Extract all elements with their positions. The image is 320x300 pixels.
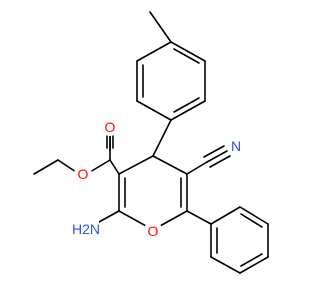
bond-phenyl-4 (239, 256, 269, 274)
ester-oxygen-label: O (78, 166, 89, 182)
bond-toluene-1 (170, 41, 206, 62)
carbonyl-oxygen: O (101, 118, 119, 136)
bond-c5-c4 (152, 155, 188, 175)
carbonyl-oxygen-label: O (105, 119, 116, 135)
bond-toluene-6 (136, 41, 172, 62)
bond-c3-ccarbonyl (109, 159, 120, 175)
bond-phenyl-1 (210, 206, 241, 225)
amino-group-label: H2N (72, 221, 100, 237)
bond-ccarbonyl-oester (89, 159, 111, 173)
bond-ch2-ch3 (33, 159, 59, 175)
amino-group: H2N (72, 220, 100, 238)
bond-c6-phenyl (186, 210, 212, 225)
ester-oxygen: O (74, 165, 92, 183)
bond-o1-c6 (159, 210, 188, 227)
bond-toluene-3 (170, 100, 206, 121)
bond-c2-o1 (118, 210, 147, 227)
bond-phenyl-5 (210, 256, 241, 274)
ring-oxygen-label: O (148, 223, 159, 239)
bond-toluene-inner-2 (173, 97, 200, 113)
bond-toluene-4 (136, 100, 172, 121)
bond-cn-triple-2 (203, 145, 225, 158)
nitrile-nitrogen: N (227, 137, 245, 155)
atom-labels: O O O N H2N (72, 118, 245, 239)
bond-phenyl-inner-1 (240, 213, 263, 228)
bond-c5-cn (186, 161, 208, 175)
bond-cn-triple-1 (206, 150, 228, 163)
bonds (33, 11, 269, 274)
bond-phenyl-inner-2 (240, 253, 263, 267)
bond-c4-c3 (118, 155, 154, 175)
bond-cn-triple-3 (209, 155, 231, 168)
molecule-structure: O O O N H2N (33, 11, 269, 274)
bond-oester-ch2 (57, 159, 77, 173)
bond-phenyl-2 (239, 206, 269, 225)
ring-oxygen: O (144, 221, 162, 239)
bond-methyl (149, 11, 172, 43)
bond-toluene-inner-1 (173, 48, 200, 64)
bond-c2-nh2 (98, 210, 120, 223)
nitrile-nitrogen-label: N (231, 138, 241, 154)
bond-aryl-c4 (152, 119, 172, 157)
